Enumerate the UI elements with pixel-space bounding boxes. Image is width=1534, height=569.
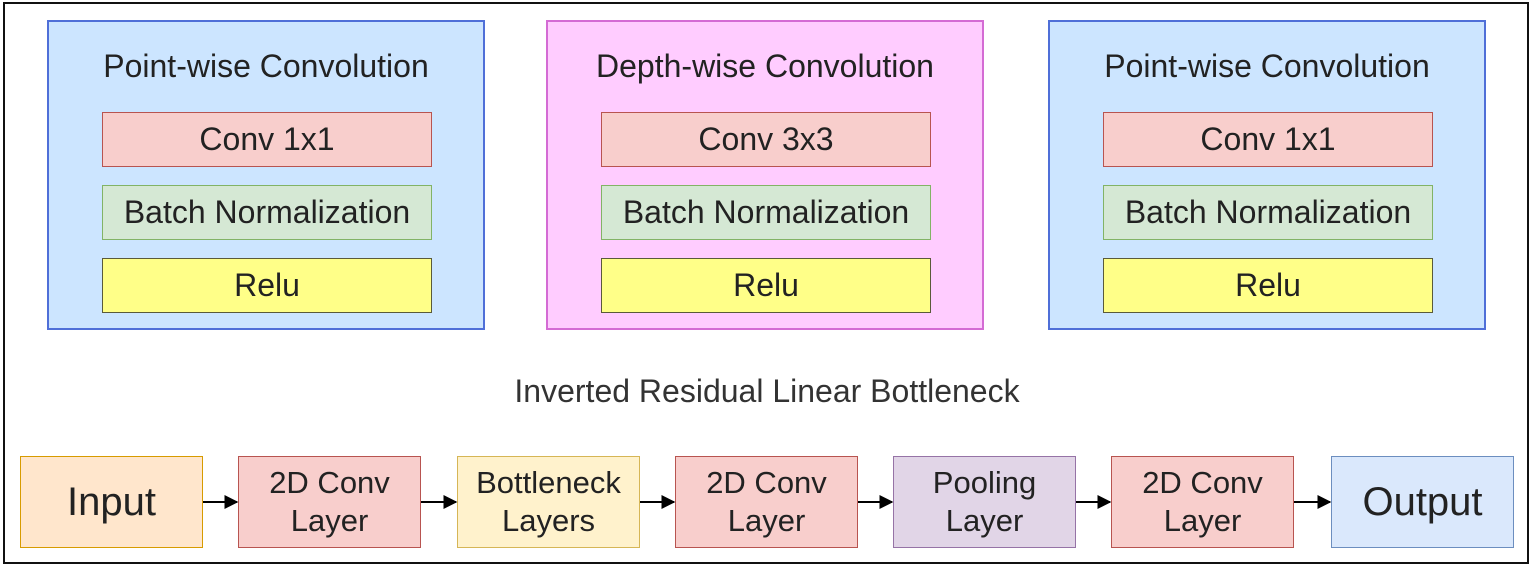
diagram-frame: [3, 2, 1529, 564]
conv-layer: Conv 3x3: [601, 112, 931, 167]
conv-layer: Conv 1x1: [1103, 112, 1433, 167]
conv-block-title: Point-wise Convolution: [103, 48, 429, 84]
pipeline-node-input: Input: [20, 456, 203, 548]
conv-layer: Conv 1x1: [102, 112, 432, 167]
bottleneck-caption: Inverted Residual Linear Bottleneck: [514, 373, 1020, 409]
relu-layer: Relu: [102, 258, 432, 313]
pipeline-node-pooling-layer: Pooling Layer: [893, 456, 1076, 548]
batch-norm-layer: Batch Normalization: [102, 185, 432, 240]
batch-norm-layer: Batch Normalization: [601, 185, 931, 240]
batch-norm-layer: Batch Normalization: [1103, 185, 1433, 240]
pipeline-node-conv-layer-1: 2D Conv Layer: [238, 456, 421, 548]
pipeline-node-bottleneck-layers: Bottleneck Layers: [457, 456, 640, 548]
pipeline-node-conv-layer-2: 2D Conv Layer: [675, 456, 858, 548]
relu-layer: Relu: [1103, 258, 1433, 313]
conv-block-title: Depth-wise Convolution: [596, 48, 934, 84]
relu-layer: Relu: [601, 258, 931, 313]
pipeline-node-conv-layer-3: 2D Conv Layer: [1111, 456, 1294, 548]
conv-block-title: Point-wise Convolution: [1104, 48, 1430, 84]
pipeline-node-output: Output: [1331, 456, 1514, 548]
